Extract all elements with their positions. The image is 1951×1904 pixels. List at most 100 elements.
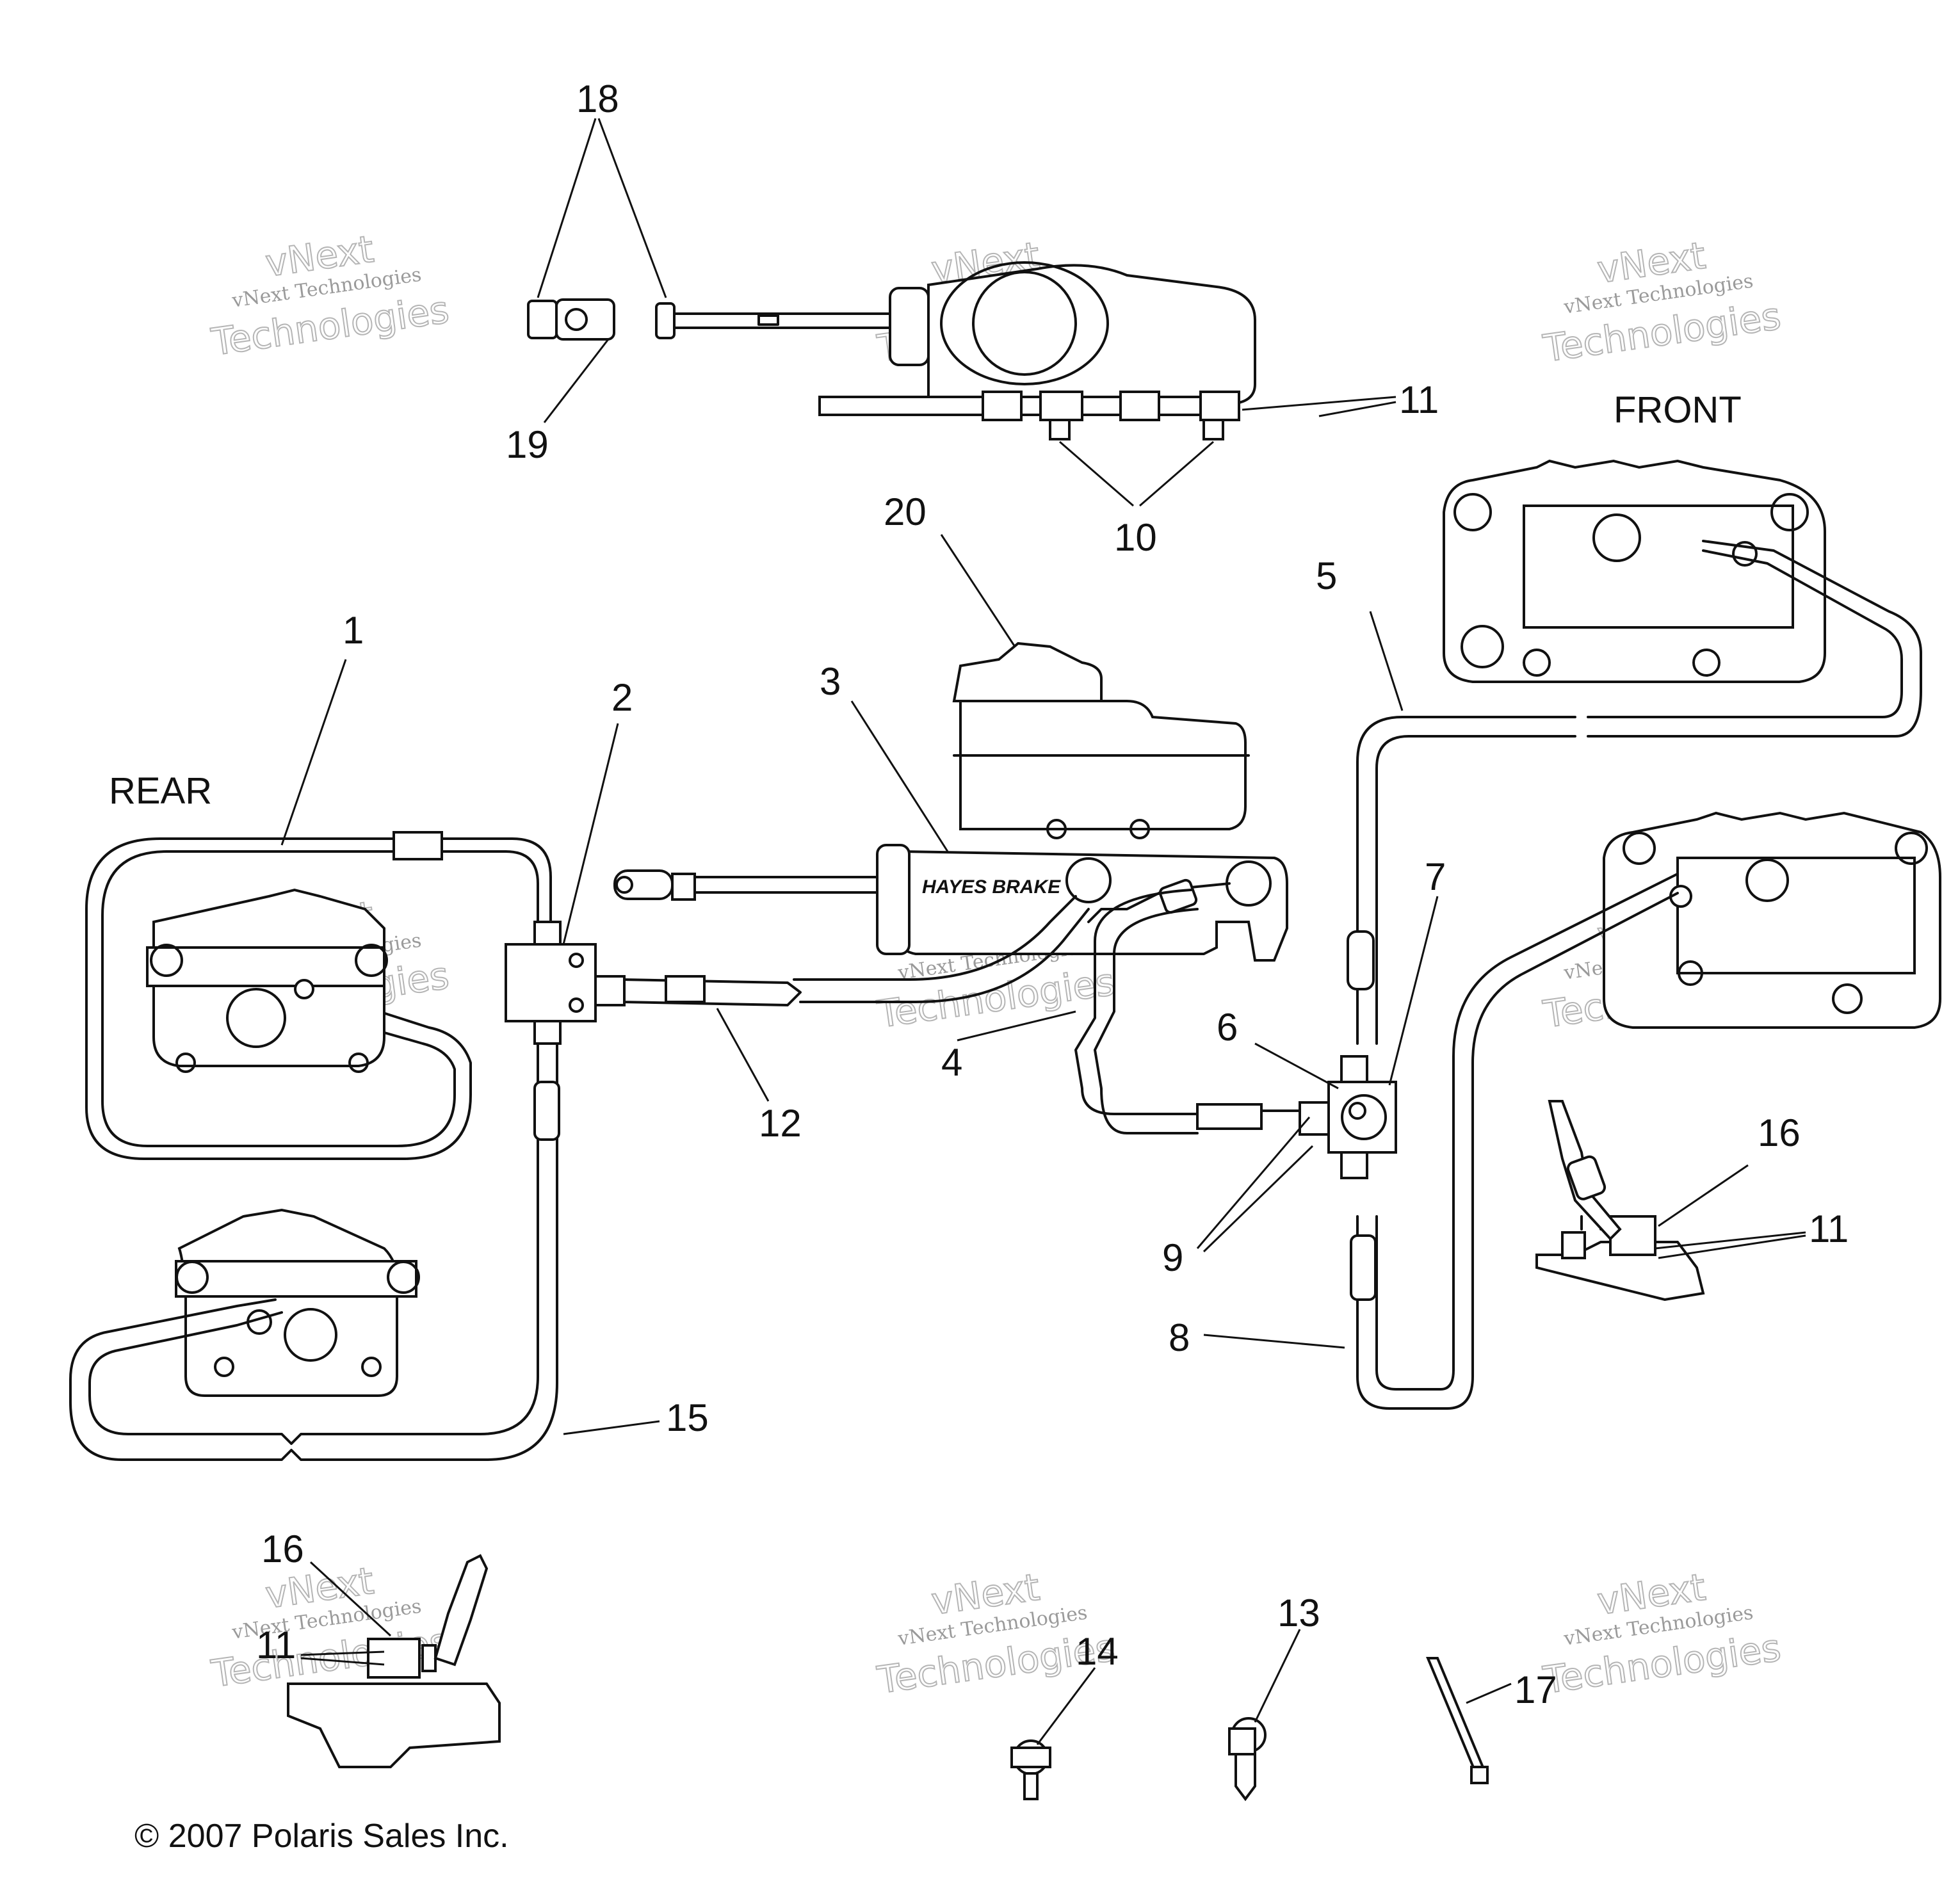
callout-13: 13: [1277, 1592, 1320, 1634]
brake-line-5b: [1375, 735, 1576, 1045]
jam-nut: [671, 873, 696, 901]
fitting-top: [533, 921, 562, 946]
banjo-fitting: [1592, 513, 1641, 562]
watermark: vNext vNext Technologies Technologies: [208, 227, 452, 365]
reservoir-cap: [972, 271, 1077, 376]
caliper-slide: [146, 946, 385, 987]
clip-body: [1010, 1747, 1051, 1768]
leader-11a-1: [1242, 396, 1396, 411]
distribution-block: [1196, 1055, 1397, 1179]
leader-11a-2: [1318, 401, 1396, 417]
callout-17: 17: [1514, 1668, 1557, 1711]
leader-18a: [537, 118, 597, 298]
leader-13: [1254, 1629, 1301, 1723]
brake-line-4a: [1074, 889, 1199, 1115]
clevis: [613, 869, 674, 900]
block-bolt: [569, 953, 584, 968]
caliper-mount-hole: [1832, 983, 1863, 1014]
junction-port: [1341, 1094, 1387, 1140]
caliper-mount-hole: [361, 1357, 382, 1377]
fitting-left: [1299, 1101, 1330, 1136]
callout-11: 11: [1399, 378, 1439, 421]
rear-section-label: REAR: [109, 770, 212, 812]
leader-18b: [597, 118, 667, 298]
brake-line-12-left: [620, 978, 802, 1006]
pushrod-flat: [757, 314, 779, 326]
brake-line-5a: [1356, 716, 1576, 1045]
leader-15: [563, 1420, 660, 1435]
callout-3: 3: [820, 660, 841, 703]
tie-strap: [1426, 1657, 1487, 1775]
caliper-slide: [175, 1260, 417, 1298]
fitting-bottom: [1340, 1151, 1368, 1179]
leader-1: [280, 659, 347, 846]
brake-line-15b: [69, 1042, 558, 1461]
caliper-bolt-hole: [1623, 832, 1656, 865]
leader-10b: [1139, 440, 1214, 507]
jam-nut-right: [655, 302, 676, 339]
mount-hole: [1046, 819, 1067, 839]
callout-19: 19: [506, 423, 549, 466]
brake-line-top: [818, 396, 1237, 416]
clip-stem: [1023, 1772, 1039, 1800]
clip-body: [1228, 1727, 1256, 1755]
brake-line-15: [69, 1042, 560, 1461]
bracket-bolt: [421, 1644, 437, 1672]
caliper-body: [1523, 504, 1794, 629]
bleeder-screw: [294, 979, 314, 999]
leader-9b: [1202, 1145, 1314, 1253]
clevis-pin-hole: [565, 308, 588, 331]
leader-10a: [1059, 440, 1134, 507]
cylinder-boot: [876, 844, 911, 955]
mount-hole: [1129, 819, 1150, 839]
watermark: vNext vNext Technologies Technologies: [874, 1565, 1118, 1703]
brake-line-4b: [1094, 908, 1199, 1134]
leader-8: [1203, 1334, 1345, 1349]
callout-2: 2: [611, 676, 633, 719]
bracket-mount: [1609, 1215, 1656, 1256]
callout-5: 5: [1316, 554, 1337, 597]
hose-fitting: [665, 975, 706, 1003]
caliper-bolt-hole: [1453, 493, 1492, 531]
callout-15: 15: [666, 1396, 709, 1439]
hose-fitting: [1196, 1103, 1263, 1130]
callout-11: 11: [1809, 1207, 1849, 1250]
callout-10: 10: [1114, 516, 1157, 559]
brake-line-8b: [1375, 873, 1679, 1391]
brake-line-5c: [1587, 549, 1903, 718]
block-bolt: [569, 997, 584, 1013]
outlet-port: [1065, 857, 1112, 903]
leader-16b: [1658, 1164, 1749, 1227]
leader-lines: [280, 118, 1806, 1745]
leader-19: [543, 339, 610, 423]
leader-14: [1036, 1667, 1096, 1745]
reservoir: [959, 700, 1247, 830]
caliper-bolt-hole: [355, 944, 388, 977]
brake-line-12: [594, 895, 1090, 1006]
fitting-top: [1340, 1055, 1368, 1083]
leader-17: [1466, 1682, 1512, 1704]
hose-fitting: [533, 1081, 560, 1141]
caliper-bracket: [177, 1208, 398, 1397]
callout-11: 11: [256, 1624, 296, 1666]
tube-nut: [594, 975, 626, 1006]
hose-fitting: [1347, 930, 1375, 990]
caliper-bolt-hole: [150, 944, 183, 977]
bracket-bolt: [1561, 1231, 1586, 1259]
caliper-mount-hole: [175, 1053, 196, 1073]
brake-line-4: [1074, 889, 1199, 1134]
clip-14: [1010, 1739, 1051, 1800]
leader-16a: [309, 1561, 392, 1637]
brake-line-8a: [1356, 892, 1679, 1410]
leader-6: [1254, 1042, 1339, 1090]
leader-11c-2: [1658, 1234, 1806, 1259]
callout-16: 16: [261, 1528, 304, 1570]
hose-fitting: [1350, 1234, 1377, 1301]
caliper-mount-hole: [1461, 625, 1504, 668]
callout-7: 7: [1425, 855, 1446, 898]
caliper-mount-hole: [348, 1053, 369, 1073]
cylinder-boot: [889, 287, 930, 366]
caliper-bolt-hole: [175, 1261, 209, 1294]
leader-3: [850, 700, 949, 852]
caliper-body: [1676, 857, 1916, 974]
